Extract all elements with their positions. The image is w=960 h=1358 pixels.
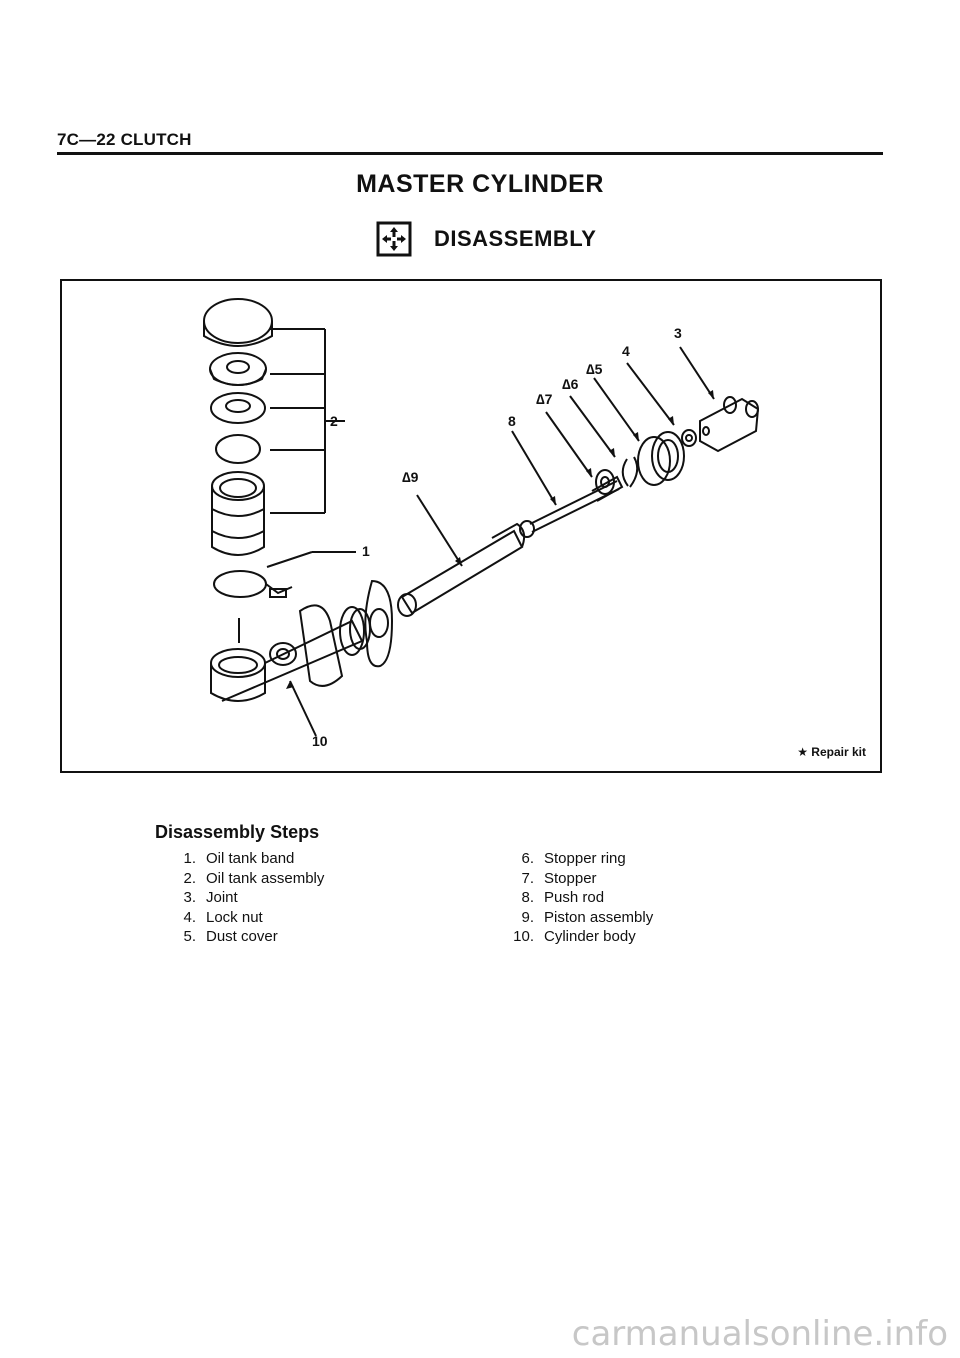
step-label: Stopper ring <box>544 850 626 867</box>
callout-8: 8 <box>508 413 516 429</box>
callout-1: 1 <box>362 543 370 559</box>
exploded-view-drawing <box>203 298 760 737</box>
header-rule <box>57 152 883 155</box>
steps-list-left: 1. Oil tank band 2. Oil tank assembly 3. Jo… <box>160 850 324 948</box>
list-item: 7. Stopper <box>498 870 653 890</box>
step-label: Piston assembly <box>544 908 654 926</box>
list-item: 1. Oil tank band <box>160 850 324 870</box>
step-label: Oil tank band <box>206 850 295 867</box>
step-label: Dust cover <box>206 928 278 945</box>
steps-list-right: 6. Stopper ring 7. Stopper 8. Push rod 9. Pi… <box>498 850 653 948</box>
callout-4: 4 <box>622 343 630 359</box>
callout-3: 3 <box>674 325 682 341</box>
step-label: Stopper <box>544 869 597 887</box>
repair-kit-note: ★ Repair kit <box>797 745 866 759</box>
list-item: 5. Dust cover <box>160 928 324 948</box>
step-number: 3. <box>183 889 196 906</box>
page-title: MASTER CYLINDER <box>356 170 604 198</box>
step-number: 8. <box>521 889 534 906</box>
step-number: 1. <box>183 850 196 867</box>
list-item: 3. Joint <box>160 889 324 909</box>
list-item: 2. Oil tank assembly <box>160 870 324 890</box>
page-header: 7C—22 CLUTCH <box>57 130 192 149</box>
list-item: 8. Push rod <box>498 889 653 909</box>
step-label: Cylinder body <box>544 928 636 945</box>
list-item: 9. Piston assembly <box>498 909 653 929</box>
step-label: Lock nut <box>206 908 263 926</box>
step-number: 10. <box>513 928 534 945</box>
subtitle-label: DISASSEMBLY <box>434 226 597 251</box>
step-label: Oil tank assembly <box>206 869 325 887</box>
callout-10: 10 <box>312 733 328 749</box>
exploded-diagram: 2 1 10 ∆9 8 ∆7 ∆6 ∆5 4 3 ★ Repair kit <box>60 279 882 773</box>
callout-9: ∆9 <box>402 469 419 485</box>
callout-2: 2 <box>330 413 338 429</box>
callout-6: ∆6 <box>562 376 579 392</box>
list-item: 4. Lock nut <box>160 909 324 929</box>
callout-7: ∆7 <box>536 391 553 407</box>
step-number: 9. <box>521 908 534 926</box>
step-number: 2. <box>183 869 196 887</box>
list-item: 6. Stopper ring <box>498 850 653 870</box>
step-number: 5. <box>183 928 196 945</box>
list-item: 10. Cylinder body <box>498 928 653 948</box>
watermark: carmanualsonline.info <box>571 1314 948 1354</box>
step-label: Push rod <box>544 889 605 906</box>
step-number: 7. <box>521 869 534 887</box>
callout-5: ∆5 <box>586 361 603 377</box>
step-number: 6. <box>521 850 534 867</box>
step-number: 4. <box>183 908 196 926</box>
disassembly-arrows-icon <box>376 221 412 257</box>
section-subtitle: DISASSEMBLY <box>376 221 596 257</box>
step-label: Joint <box>206 889 238 906</box>
steps-title: Disassembly Steps <box>155 822 320 842</box>
